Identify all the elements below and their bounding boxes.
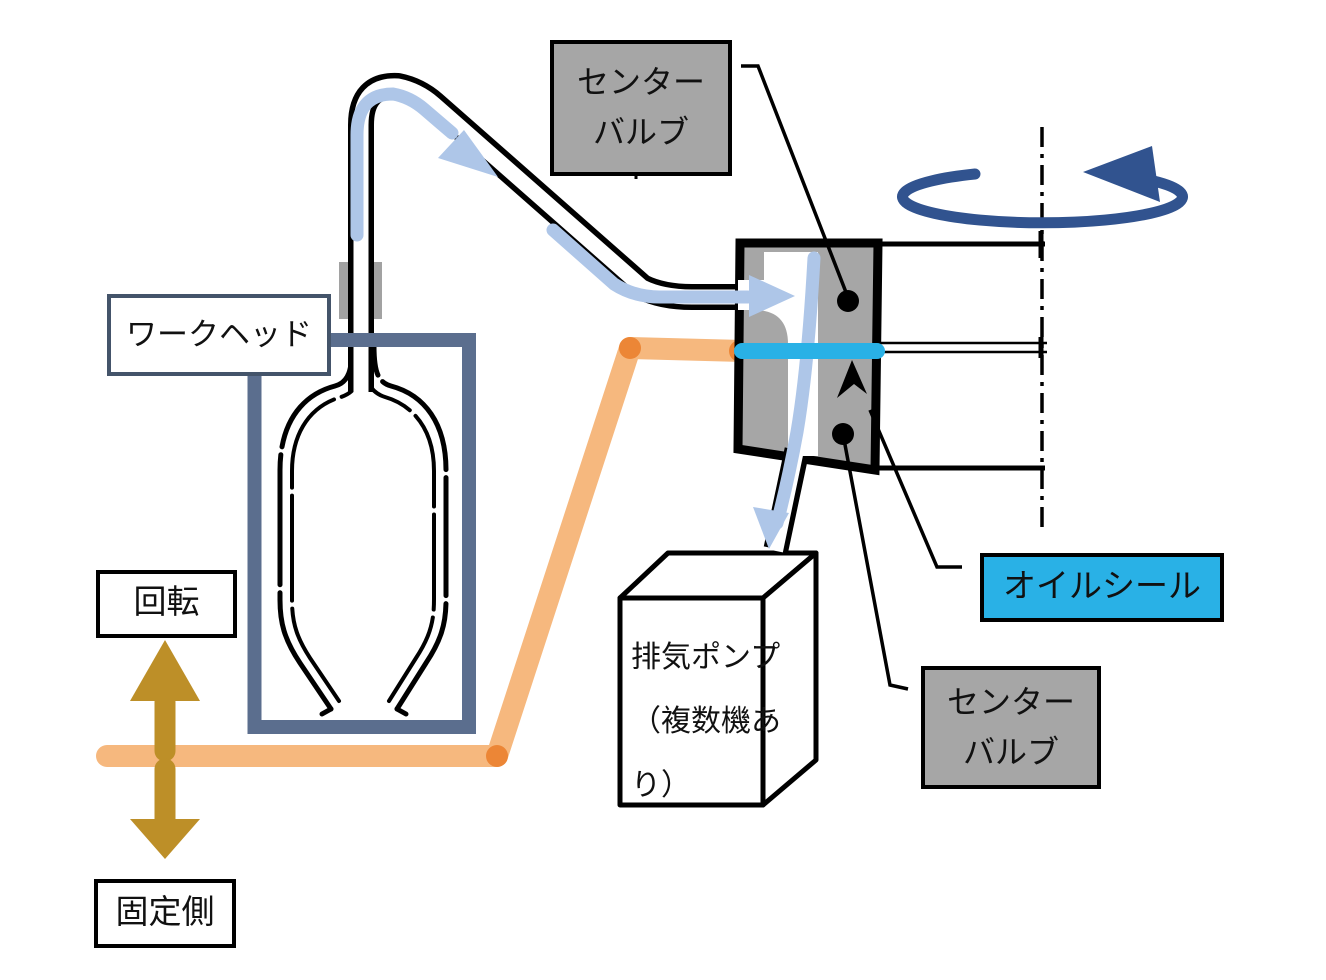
rotation-arrowhead-icon: [1083, 146, 1160, 202]
gas-flow-band-2: [546, 223, 755, 304]
label-center-valve-top: センター バルブ: [550, 40, 732, 176]
gas-flow-arrowhead-icon: [749, 275, 795, 317]
gas-flow-band-1: [350, 87, 459, 242]
label-text: 固定側: [115, 894, 215, 931]
label-text: センター: [946, 683, 1075, 720]
label-text: バルブ: [592, 114, 689, 150]
label-text: バルブ: [962, 733, 1059, 770]
label-text: オイルシール: [1003, 568, 1201, 605]
orange-path-joint: [619, 337, 641, 359]
leader-lines: [634, 64, 962, 691]
glass-bulb: [277, 343, 449, 717]
label-rotation: 回転: [96, 570, 237, 638]
label-text: 排気ポンプ: [631, 641, 781, 674]
exhaust-pump-box: [617, 550, 819, 808]
rotation-motion-arrows: [130, 640, 200, 859]
center-valve-block: [546, 223, 885, 553]
bulb-foot-right: [394, 706, 409, 717]
label-fixed-side: 固定側: [94, 879, 236, 948]
gas-flow-arrowhead-icon: [438, 130, 498, 177]
label-exhaust-pump: 排気ポンプ （複数機あ り）: [631, 626, 781, 818]
rotation-arc: [897, 168, 1188, 229]
gas-flow-arrowhead-icon: [753, 507, 789, 549]
oil-seal-pointer-icon: [837, 360, 867, 398]
label-text: （複数機あ: [631, 705, 781, 738]
bulb-outer-right: [371, 343, 449, 712]
work-head-frame: [247, 333, 476, 734]
label-work-head: ワークヘッド: [107, 294, 331, 376]
label-text: 回転: [133, 585, 200, 622]
rotation-arrow: [897, 146, 1188, 229]
bulb-outer-left: [277, 343, 355, 712]
label-text: ワークヘッド: [126, 316, 312, 352]
label-oil-seal: オイルシール: [980, 553, 1224, 622]
bulb-foot-left: [319, 706, 334, 717]
orange-path-joint: [486, 745, 508, 767]
down-arrowhead-icon: [130, 819, 200, 859]
orange-path-line: [96, 337, 754, 767]
gas-flow-band-3: [770, 251, 821, 530]
label-text: り）: [631, 769, 691, 802]
up-arrowhead-icon: [130, 640, 200, 701]
pump-front-face: [617, 595, 766, 808]
leader-oil-seal: [868, 409, 962, 569]
label-text: センター: [576, 64, 705, 101]
shaft-lines: [877, 127, 1047, 532]
leader-center-valve-bottom: [841, 433, 909, 691]
leader-dot-upper-valve: [837, 290, 859, 312]
label-center-valve-bottom: センター バルブ: [921, 666, 1101, 789]
leader-center-valve-top: [741, 64, 851, 301]
